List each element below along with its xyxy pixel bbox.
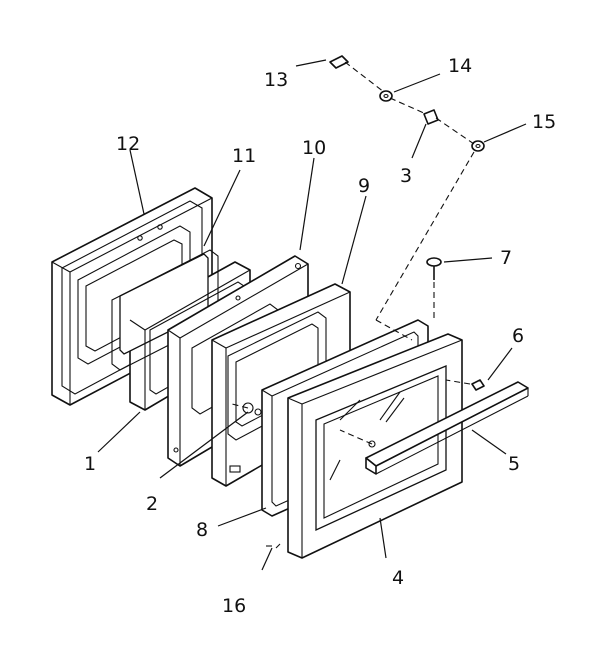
callout-3: 3 (400, 165, 412, 187)
callout-15: 15 (532, 111, 556, 133)
part-7-screw (426, 257, 442, 280)
callout-6: 6 (512, 325, 524, 347)
part-3-spacer (423, 109, 439, 125)
callout-9: 9 (358, 175, 370, 197)
leader-lines (97, 59, 527, 571)
callout-16: 16 (222, 595, 246, 617)
part-16-clip (266, 543, 281, 549)
callout-14: 14 (448, 55, 472, 77)
assembly-lines (231, 61, 475, 445)
callout-13: 13 (264, 69, 288, 91)
callout-5: 5 (508, 453, 520, 475)
callout-12: 12 (116, 133, 140, 155)
part-5-handle (365, 381, 529, 475)
callout-7: 7 (500, 247, 512, 269)
part-6-screw (471, 379, 485, 391)
part-13-screw (329, 55, 349, 69)
callout-10: 10 (302, 137, 326, 159)
callout-8: 8 (196, 519, 208, 541)
part-14-washer (379, 90, 393, 102)
callout-2: 2 (146, 493, 158, 515)
part-15-washer (471, 140, 485, 152)
part-4-outer-door (287, 333, 463, 559)
callout-1: 1 (84, 453, 96, 475)
callout-11: 11 (232, 145, 256, 167)
callout-labels: 13 14 15 3 7 6 5 4 8 16 2 1 12 11 10 9 (84, 55, 556, 617)
callout-4: 4 (392, 567, 404, 589)
